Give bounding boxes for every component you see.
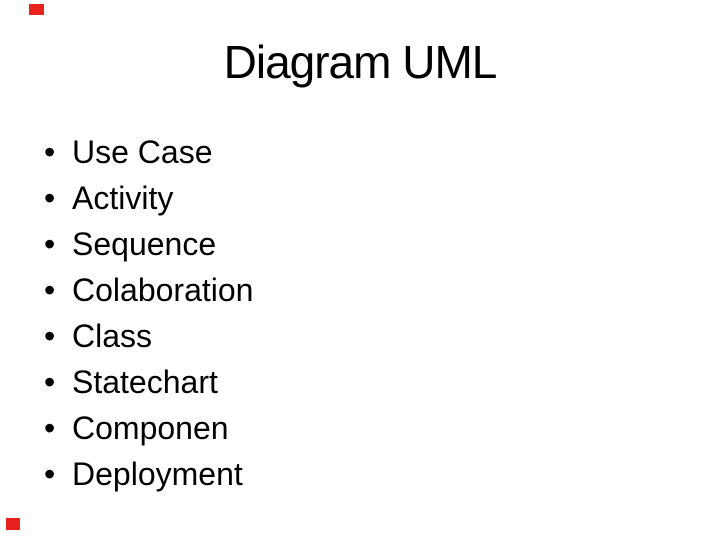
- list-item: • Activity: [44, 175, 253, 221]
- list-item: • Deployment: [44, 451, 253, 497]
- bullet-icon: •: [44, 180, 56, 216]
- red-corner-mark-bottom-left: [6, 518, 20, 530]
- bullet-icon: •: [44, 364, 56, 400]
- bullet-icon: •: [44, 318, 56, 354]
- bullet-label: Deployment: [72, 456, 243, 492]
- list-item: • Colaboration: [44, 267, 253, 313]
- bullet-icon: •: [44, 272, 56, 308]
- bullet-icon: •: [44, 410, 56, 446]
- red-corner-mark-top-left: [29, 4, 44, 15]
- bullet-label: Colaboration: [72, 272, 254, 308]
- bullet-label: Class: [72, 318, 153, 354]
- list-item: • Sequence: [44, 221, 253, 267]
- bullet-label: Use Case: [72, 134, 213, 170]
- slide-title: Diagram UML: [223, 36, 498, 88]
- bullet-icon: •: [44, 134, 56, 170]
- bullet-label: Activity: [72, 180, 174, 216]
- bullet-label: Sequence: [72, 226, 217, 262]
- bullet-label: Componen: [72, 410, 229, 446]
- list-item: • Statechart: [44, 359, 253, 405]
- bullet-icon: •: [44, 456, 56, 492]
- list-item: • Class: [44, 313, 253, 359]
- bullet-label: Statechart: [72, 364, 218, 400]
- bullet-icon: •: [44, 226, 56, 262]
- bullet-list: • Use Case • Activity • Sequence • Colab…: [44, 129, 253, 497]
- list-item: • Use Case: [44, 129, 253, 175]
- list-item: • Componen: [44, 405, 253, 451]
